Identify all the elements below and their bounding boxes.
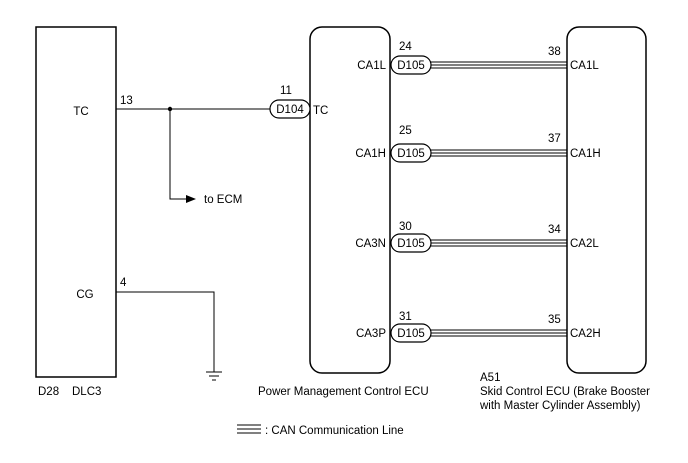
can-line-4	[431, 329, 567, 337]
connector-d105-2	[390, 143, 432, 163]
dlc3-tc-label: TC	[73, 106, 88, 118]
dlc3-box	[35, 26, 117, 378]
skid-ecu-code: A51	[480, 372, 500, 384]
cg-wire	[116, 291, 215, 372]
can-line-2	[431, 149, 567, 157]
dlc3-tc-pin-number: 13	[120, 95, 133, 107]
dlc3-cg-label: CG	[76, 289, 93, 301]
pm-ecu-tc-pin-number: 11	[280, 85, 292, 97]
ecm-ref-label: to ECM	[204, 194, 242, 206]
pm-ecu-pin-ca3n-number: 30	[399, 221, 412, 233]
pm-ecu-pin-ca3p-label: CA3P	[356, 328, 386, 340]
pm-ecu-pin-ca1l-label: CA1L	[357, 60, 386, 72]
skid-ecu-name-line1: Skid Control ECU (Brake Booster	[480, 386, 650, 398]
connector-d105-2-label: D105	[397, 148, 425, 160]
connector-d104-label: D104	[276, 104, 304, 116]
pm-ecu-tc-label: TC	[313, 105, 328, 117]
connector-d105-4	[390, 323, 432, 343]
pm-ecu-pin-ca1h-number: 25	[399, 125, 412, 137]
connector-d104	[269, 99, 311, 119]
skid-ecu-pin-ca2h-number: 35	[548, 314, 561, 326]
connector-d105-3	[390, 233, 432, 253]
can-line-3	[431, 239, 567, 247]
can-line-legend-icon	[237, 424, 261, 434]
ecm-arrow-icon	[186, 195, 196, 203]
skid-ecu-pin-ca1l-number: 38	[548, 46, 561, 58]
pm-ecu-pin-ca1h-label: CA1H	[355, 148, 386, 160]
legend-label: : CAN Communication Line	[265, 425, 404, 437]
skid-ecu-pin-ca2l-label: CA2L	[570, 238, 599, 250]
pm-ecu-box	[309, 26, 391, 374]
skid-ecu-pin-ca2h-label: CA2H	[570, 328, 601, 340]
skid-ecu-pin-ca1l-label: CA1L	[570, 60, 599, 72]
pm-ecu-pin-ca3p-number: 31	[399, 311, 412, 323]
skid-ecu-pin-ca1h-number: 37	[548, 133, 561, 145]
ecm-branch-wire	[169, 109, 186, 200]
connector-d105-1-label: D105	[397, 60, 425, 72]
connector-d105-4-label: D105	[397, 328, 425, 340]
skid-ecu-box	[566, 26, 647, 374]
ground-icon	[206, 371, 222, 381]
dlc3-name: DLC3	[72, 386, 101, 398]
dlc3-code: D28	[38, 386, 59, 398]
connector-d105-1	[390, 55, 432, 75]
connector-d105-3-label: D105	[397, 238, 425, 250]
skid-ecu-pin-ca2l-number: 34	[548, 224, 561, 236]
pm-ecu-pin-ca1l-number: 24	[399, 41, 412, 53]
dlc3-cg-pin-number: 4	[120, 277, 127, 289]
skid-ecu-name-line2: with Master Cylinder Assembly)	[479, 400, 641, 412]
can-line-1	[431, 61, 567, 69]
pm-ecu-pin-ca3n-label: CA3N	[355, 238, 386, 250]
skid-ecu-pin-ca1h-label: CA1H	[570, 148, 601, 160]
pm-ecu-name: Power Management Control ECU	[258, 386, 429, 398]
